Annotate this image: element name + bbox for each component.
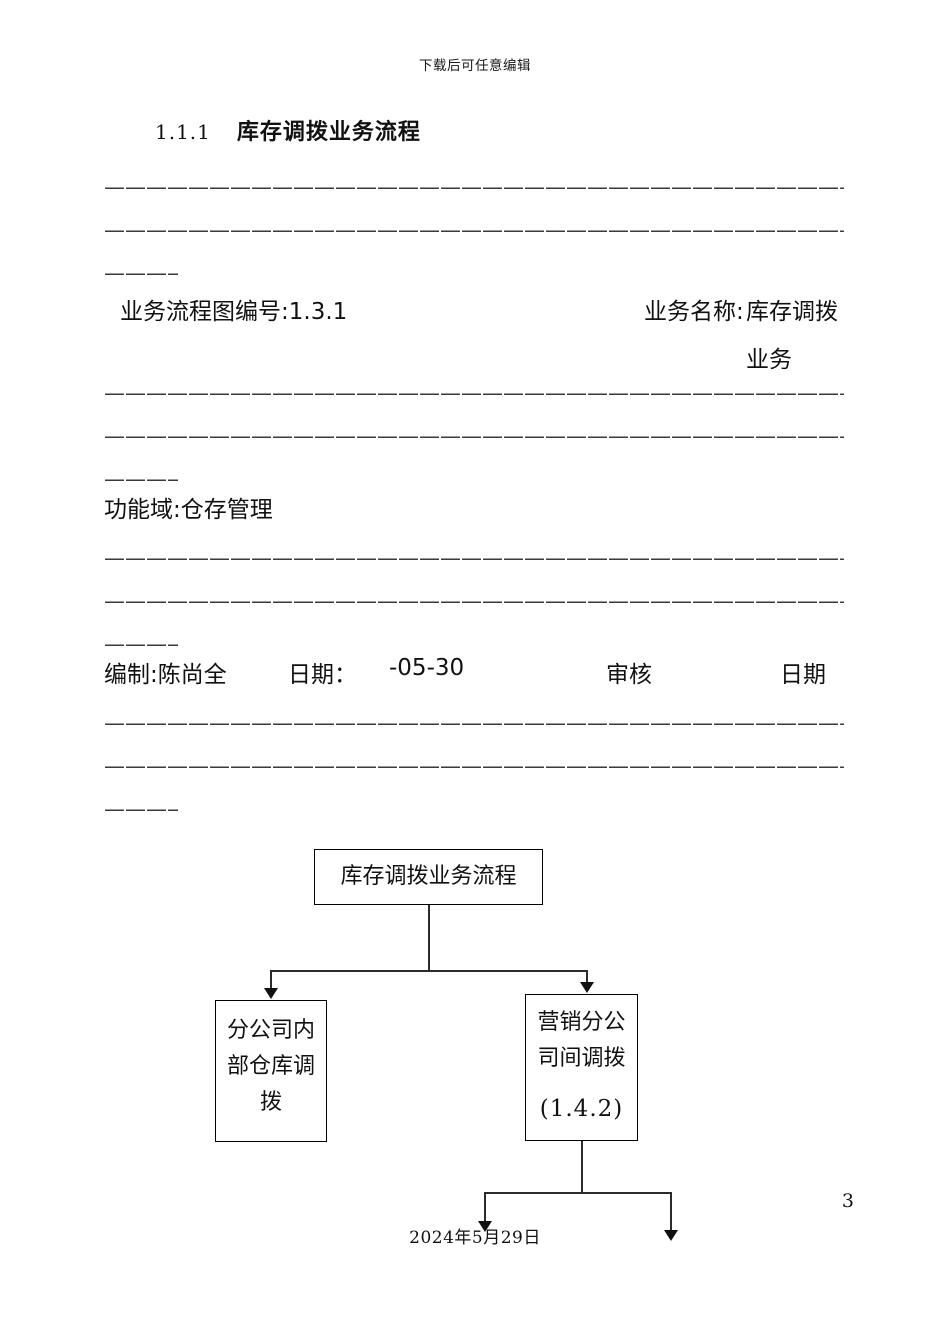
author-value: 陈尚全 — [157, 662, 227, 688]
flow-node-branch-intercompany: 营销分公 司间调拨 (1.4.2) — [525, 994, 638, 1141]
function-domain-value: 仓存管理 — [180, 497, 273, 523]
field-row-flow-number: 业务流程图编号:1.3.1 业务名称: 库存调拨业务 — [120, 288, 850, 373]
separator-block-2: ————————————————————————————————————————… — [104, 372, 844, 501]
flow-node-branch-internal: 分公司内 部仓库调 拨 — [215, 1000, 327, 1142]
dash-line-full: ————————————————————————————————————————… — [104, 175, 844, 199]
page-title: 1.1.1 库存调拨业务流程 — [155, 114, 421, 146]
dash-line-full: ————————————————————————————————————————… — [104, 589, 844, 613]
arrow-right-child — [580, 982, 594, 993]
document-footer-date: 2024年5月29日 — [409, 1228, 541, 1248]
flow-node-branch-internal-line3: 拨 — [259, 1090, 282, 1115]
field-row-signoff: 编制:陈尚全 日期： -05-30 审核 日期 — [104, 655, 844, 689]
flow-number-value: 1.3.1 — [288, 299, 348, 325]
dash-line-full: ————————————————————————————————————————… — [104, 546, 844, 570]
flow-node-branch-internal-line1: 分公司内 — [226, 1018, 315, 1043]
business-name-value: 库存调拨业务 — [746, 299, 838, 373]
connector-bottom-stem — [581, 1141, 583, 1194]
connector-left-drop — [270, 970, 272, 990]
flow-node-branch-intercompany-line1: 营销分公 — [537, 1010, 626, 1035]
dash-line-short: ————— — [104, 797, 178, 821]
arrow-left-child — [264, 988, 278, 999]
dash-line-full: ————————————————————————————————————————… — [104, 754, 844, 778]
flow-node-branch-internal-line2: 部仓库调 — [226, 1054, 315, 1079]
dash-line-short: ————— — [104, 261, 178, 285]
flow-node-root-label: 库存调拨业务流程 — [340, 864, 517, 889]
connector-right-drop — [586, 970, 588, 984]
author-date-value: -05-30 — [389, 655, 465, 681]
document-header-note: 下载后可任意编辑 — [419, 58, 531, 74]
flow-number-label: 业务流程图编号: — [120, 299, 289, 325]
heading-title: 库存调拨业务流程 — [236, 120, 421, 145]
separator-block-1: ————————————————————————————————————————… — [104, 166, 844, 295]
connector-split-bar — [270, 970, 588, 972]
dash-line-short: ————— — [104, 632, 178, 656]
separator-block-4: ————————————————————————————————————————… — [104, 702, 844, 831]
flow-node-branch-intercompany-line2: 司间调拨 — [537, 1046, 626, 1071]
function-domain-label: 功能域: — [104, 497, 181, 523]
separator-block-3: ————————————————————————————————————————… — [104, 537, 844, 666]
author-date-label: 日期： — [288, 662, 357, 688]
dash-line-full: ————————————————————————————————————————… — [104, 381, 844, 405]
flow-node-root: 库存调拨业务流程 — [314, 849, 543, 905]
connector-bottom-left-drop — [484, 1192, 486, 1223]
dash-line-full: ————————————————————————————————————————… — [104, 711, 844, 735]
flow-node-branch-intercompany-code: (1.4.2) — [539, 1096, 624, 1122]
dash-line-full: ————————————————————————————————————————… — [104, 424, 844, 448]
field-row-function-domain: 功能域:仓存管理 — [104, 490, 273, 524]
dash-line-full: ————————————————————————————————————————… — [104, 218, 844, 242]
business-name-label: 业务名称: — [644, 299, 744, 325]
heading-number: 1.1.1 — [155, 120, 211, 144]
reviewer-date-label: 日期 — [780, 662, 826, 688]
connector-root-stem — [428, 905, 430, 971]
page-number: 3 — [841, 1190, 854, 1212]
dash-line-short: ————— — [104, 467, 178, 491]
connector-bottom-bar — [484, 1192, 672, 1194]
reviewer-label: 审核 — [606, 662, 652, 688]
author-label: 编制: — [104, 662, 158, 688]
